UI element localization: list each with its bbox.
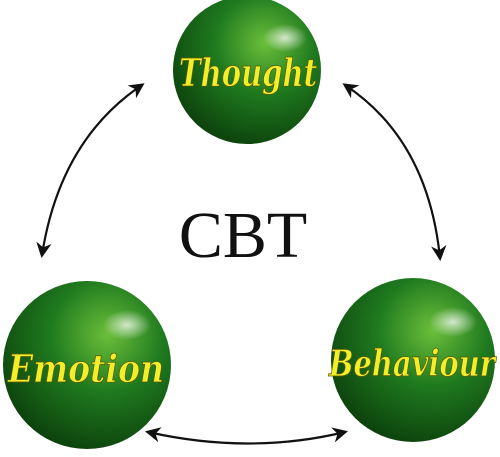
arrow-behaviour-emotion [144,427,348,445]
emotion-sphere-shine [103,310,151,340]
arrow-thought-behaviour [342,83,447,262]
node-label-behaviour: Behaviour [328,343,497,385]
node-thought: Thought [173,0,321,144]
thought-sphere-shine [263,24,307,52]
node-emotion: Emotion [3,281,171,449]
diagram-title: CBT [179,199,307,272]
behaviour-sphere-shine [429,307,477,337]
arrow-emotion-thought [36,83,145,259]
node-label-emotion: Emotion [7,346,164,391]
node-label-thought: Thought [179,50,317,95]
node-behaviour: Behaviour [328,278,498,442]
